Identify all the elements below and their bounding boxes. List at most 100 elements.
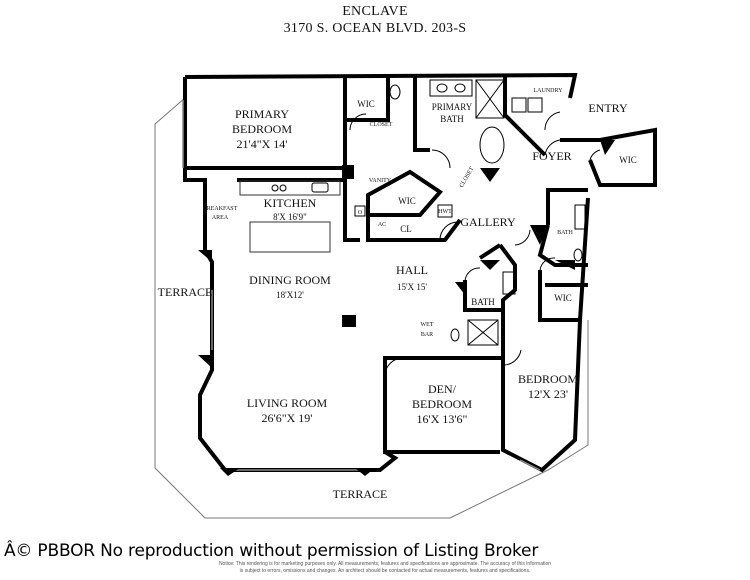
wic-mid-wall <box>366 169 444 217</box>
copyright-watermark: Â© PBBOR No reproduction without permiss… <box>4 541 539 561</box>
door-swing <box>349 113 367 131</box>
wic-primary-label: WIC <box>357 99 375 109</box>
column <box>480 260 500 270</box>
den-wall <box>383 358 500 454</box>
primary-bedroom-size: 21'4"X 14' <box>237 137 288 151</box>
kitchen-counter <box>239 180 341 196</box>
door-swing <box>539 257 556 271</box>
window <box>519 459 541 471</box>
listing-address: 3170 S. OCEAN BLVD. 203-S <box>283 21 467 36</box>
shower-x <box>467 319 499 346</box>
bedroom-wall <box>498 243 517 358</box>
toilet <box>450 328 460 342</box>
column <box>355 468 375 476</box>
kitchen-wall <box>237 168 360 242</box>
bathtub <box>479 126 505 164</box>
wic-right-label: WIC <box>554 293 572 303</box>
sink <box>436 83 448 93</box>
column <box>342 315 356 327</box>
living-room-size: 26'6"X 19' <box>262 411 313 425</box>
den-label: DEN/ <box>428 382 457 396</box>
oven-label: O <box>358 210 363 216</box>
listing-title: ENCLAVE <box>342 4 408 19</box>
dining-room-label: DINING ROOM <box>249 273 331 287</box>
primary-bedroom-label: BEDROOM <box>232 122 292 136</box>
bath-wall <box>413 77 522 152</box>
living-room-label: LIVING ROOM <box>247 396 328 410</box>
kitchen-size: 8'X 16'9" <box>273 212 307 222</box>
toilet <box>573 248 583 262</box>
vanity-label: VANITY <box>369 178 392 184</box>
bedroom-label: BEDROOM <box>518 372 578 386</box>
cl-wall <box>366 215 462 242</box>
wic-foyer-label: WIC <box>619 155 637 165</box>
sink <box>454 83 466 93</box>
door-swing <box>514 229 531 246</box>
breakfast-label: AREA <box>212 215 229 221</box>
hall-size: 15'X 15' <box>397 282 427 292</box>
closet-label: CLOSET <box>370 122 393 128</box>
entry-label: ENTRY <box>588 101 628 115</box>
wic-mid-label: WIC <box>398 196 416 206</box>
column <box>600 140 615 155</box>
kitchen-label: KITCHEN <box>264 196 317 210</box>
door-swing <box>544 111 561 131</box>
hall-label: HALL <box>396 263 428 277</box>
door-swing <box>439 221 459 241</box>
breakfast-label: BREAKFAST <box>203 206 238 212</box>
door-swing <box>589 149 601 161</box>
column <box>530 225 548 245</box>
wet-bar-label: WET <box>421 322 434 328</box>
door-swing <box>431 149 451 169</box>
closet-diag-label: CLOSET <box>459 166 476 189</box>
vanity-hall <box>502 271 516 295</box>
column <box>198 250 212 262</box>
column <box>220 468 240 476</box>
wic-primary-wall <box>345 77 390 122</box>
dining-room-size: 18'X12' <box>276 290 304 300</box>
toilet <box>389 84 401 100</box>
wet-bar-label: BAR <box>421 332 433 338</box>
bath-hall-label: BATH <box>471 297 495 307</box>
column <box>480 168 500 182</box>
washer <box>511 97 527 113</box>
primary-bedroom-label: PRIMARY <box>235 107 289 121</box>
bath-right-vanity <box>574 204 586 230</box>
laundry-label: LAUNDRY <box>533 88 563 94</box>
door-swing <box>502 349 522 366</box>
closet-box <box>437 204 453 218</box>
stovetop-burner <box>271 184 279 192</box>
door-swing <box>384 357 404 376</box>
shower <box>475 79 505 119</box>
primary-bath-label: BATH <box>440 114 464 124</box>
kitchen-island <box>249 221 331 253</box>
column <box>555 260 575 270</box>
outer-wall <box>183 72 590 473</box>
shower-x <box>475 79 505 119</box>
den-size: 16'X 13'6" <box>417 412 468 426</box>
door-swing <box>464 267 481 283</box>
primary-bedroom-wall <box>185 77 347 170</box>
terrace-left-label: TERRACE <box>158 285 213 299</box>
bath-right-label: BATH <box>557 230 573 236</box>
cl-label: CL <box>400 224 412 234</box>
stovetop-burner <box>279 184 287 192</box>
disclaimer-line: is subject to errors, omissions and chan… <box>239 568 531 574</box>
sink <box>311 182 329 193</box>
disclaimer-line: Notice: This rendering is for marketing … <box>218 561 552 567</box>
terrace-bottom-label: TERRACE <box>333 487 388 501</box>
hwt-label: HWT <box>438 209 452 215</box>
column <box>198 355 212 368</box>
gallery-label: GALLERY <box>460 215 516 229</box>
primary-bath-label: PRIMARY <box>432 102 473 112</box>
terrace-outline <box>154 97 589 519</box>
bedroom-size: 12'X 23' <box>528 387 568 401</box>
column <box>455 282 465 295</box>
ac-label: AC <box>378 222 386 228</box>
den-label: BEDROOM <box>412 397 472 411</box>
column <box>342 165 354 179</box>
closet-box <box>354 205 366 217</box>
foyer-label: FOYER <box>532 149 571 163</box>
dryer <box>527 97 543 113</box>
